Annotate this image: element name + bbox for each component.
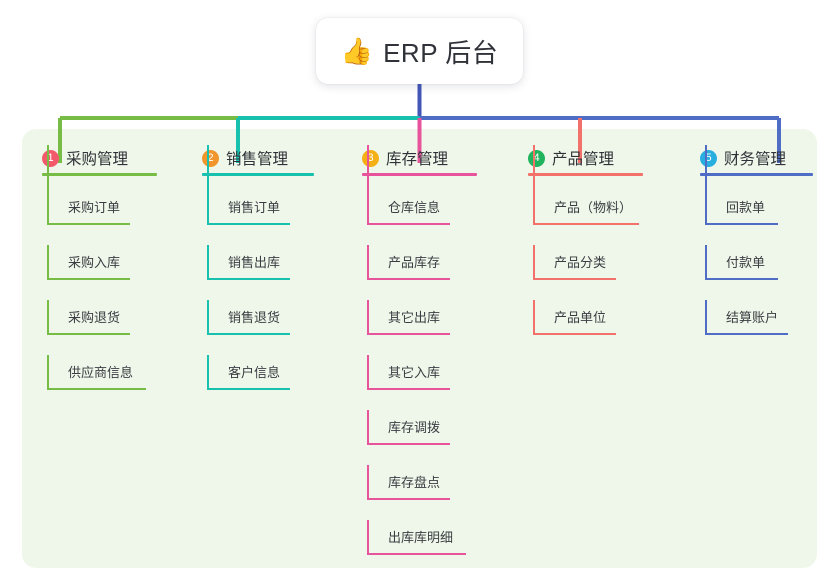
- leaf-node-underline: [207, 278, 290, 280]
- branch-header-label: 财务管理: [724, 151, 787, 168]
- branch-column-1: 1 采购管理采购订单采购入库采购退货供应商信息: [42, 145, 157, 390]
- leaf-node-label: 采购退货: [68, 310, 121, 325]
- leaf-node-underline: [207, 388, 290, 390]
- leaf-connector-stem: [533, 245, 535, 278]
- diagram-background-panel: [22, 129, 817, 568]
- leaf-node-label: 产品（物料）: [554, 200, 633, 215]
- leaf-node-label: 采购入库: [68, 255, 121, 270]
- branch-number-badge: 4: [528, 149, 545, 167]
- leaf-node-underline: [705, 278, 778, 280]
- leaf-node-underline: [47, 333, 130, 335]
- leaf-connector-stem: [705, 245, 707, 278]
- leaf-node-label: 销售订单: [228, 200, 281, 215]
- leaf-node-label: 其它出库: [388, 310, 441, 325]
- leaf-node-label: 客户信息: [228, 365, 281, 380]
- leaf-node-underline: [367, 553, 466, 555]
- branch-header-label: 产品管理: [552, 151, 615, 168]
- branch-header-5[interactable]: 5 财务管理: [700, 145, 786, 171]
- branch-column-3: 3 库存管理仓库信息产品库存其它出库其它入库库存调拨库存盘点出库库明细: [362, 145, 477, 555]
- leaf-connector-stem: [47, 145, 49, 223]
- branch-column-4: 4 产品管理产品（物料） 产品分类产品单位: [528, 145, 643, 335]
- branch-header-underline: [528, 173, 643, 176]
- leaf-node-label: 仓库信息: [388, 200, 441, 215]
- leaf-connector-stem: [207, 355, 209, 388]
- leaf-node-label: 库存盘点: [388, 475, 441, 490]
- leaf-node-label: 库存调拨: [388, 420, 441, 435]
- branch-number-badge: 3: [362, 149, 379, 167]
- root-node-card[interactable]: 👍 ERP 后台: [316, 18, 523, 84]
- leaf-connector-stem: [47, 300, 49, 333]
- branch-header-2[interactable]: 2 销售管理: [202, 145, 288, 171]
- leaf-connector-stem: [47, 355, 49, 388]
- leaf-connector-stem: [207, 245, 209, 278]
- branch-header-underline: [202, 173, 314, 176]
- leaf-connector-stem: [367, 410, 369, 443]
- leaf-node-label: 销售出库: [228, 255, 281, 270]
- leaf-node-underline: [47, 278, 130, 280]
- leaf-node-underline: [367, 278, 450, 280]
- leaf-node-underline: [367, 223, 450, 225]
- leaf-node-underline: [367, 333, 450, 335]
- root-node-label: ERP 后台: [383, 37, 499, 68]
- leaf-node-underline: [207, 223, 290, 225]
- branch-number-badge: 2: [202, 149, 219, 167]
- branch-column-2: 2 销售管理销售订单销售出库销售退货客户信息: [202, 145, 314, 390]
- leaf-connector-stem: [207, 300, 209, 333]
- branch-header-label: 销售管理: [226, 151, 289, 168]
- leaf-connector-stem: [367, 145, 369, 223]
- branch-number-badge: 1: [42, 149, 59, 167]
- leaf-node-label: 回款单: [726, 200, 766, 215]
- branch-header-3[interactable]: 3 库存管理: [362, 145, 448, 171]
- leaf-connector-stem: [367, 465, 369, 498]
- leaf-node-label: 产品库存: [388, 255, 441, 270]
- branch-header-underline: [42, 173, 157, 176]
- leaf-node-label: 产品单位: [554, 310, 607, 325]
- branch-header-4[interactable]: 4 产品管理: [528, 145, 614, 171]
- leaf-node-underline: [367, 498, 450, 500]
- branch-column-5: 5 财务管理回款单付款单结算账户: [700, 145, 813, 335]
- branch-header-underline: [362, 173, 477, 176]
- leaf-node-underline: [533, 278, 616, 280]
- leaf-node-label: 采购订单: [68, 200, 121, 215]
- leaf-node-label: 出库库明细: [388, 530, 454, 545]
- leaf-connector-stem: [705, 300, 707, 333]
- branch-header-1[interactable]: 1 采购管理: [42, 145, 128, 171]
- leaf-node-label: 供应商信息: [68, 365, 134, 380]
- leaf-node-label: 付款单: [726, 255, 766, 270]
- leaf-connector-stem: [367, 355, 369, 388]
- branch-header-underline: [700, 173, 813, 176]
- branch-number-badge: 5: [700, 149, 717, 167]
- leaf-connector-stem: [533, 300, 535, 333]
- leaf-node-label: 其它入库: [388, 365, 441, 380]
- leaf-connector-stem: [367, 520, 369, 553]
- leaf-node-underline: [367, 388, 450, 390]
- branch-header-label: 库存管理: [386, 151, 449, 168]
- leaf-node-underline: [47, 223, 130, 225]
- leaf-node-underline: [705, 333, 788, 335]
- leaf-node-underline: [367, 443, 450, 445]
- leaf-node-label: 结算账户: [726, 310, 779, 325]
- leaf-connector-stem: [533, 145, 535, 223]
- leaf-node-underline: [47, 388, 146, 390]
- leaf-connector-stem: [367, 245, 369, 278]
- leaf-node-label: 产品分类: [554, 255, 607, 270]
- leaf-node-underline: [533, 223, 639, 225]
- leaf-connector-stem: [367, 300, 369, 333]
- branch-header-label: 采购管理: [66, 151, 129, 168]
- leaf-node-underline: [207, 333, 290, 335]
- leaf-node-underline: [705, 223, 778, 225]
- leaf-connector-stem: [705, 145, 707, 223]
- leaf-connector-stem: [207, 145, 209, 223]
- leaf-node-underline: [533, 333, 616, 335]
- leaf-node-label: 销售退货: [228, 310, 281, 325]
- thumbs-up-icon: 👍: [340, 36, 374, 66]
- leaf-connector-stem: [47, 245, 49, 278]
